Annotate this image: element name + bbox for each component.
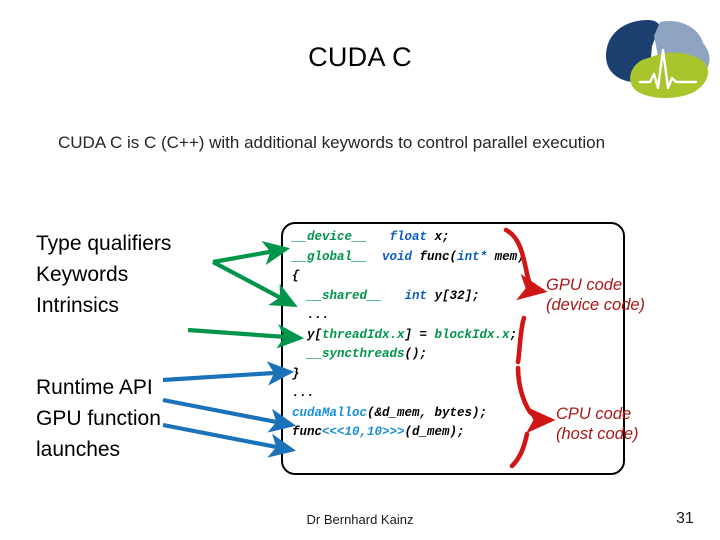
code-token: y[ [292, 327, 323, 342]
brain-ecg-logo [606, 20, 710, 98]
code-token: <<<10,10>>> [322, 425, 405, 439]
code-line: y[threadIdx.x] = blockIdx.x; [292, 326, 622, 346]
code-token: y[32]; [427, 288, 480, 303]
code-token [367, 230, 390, 244]
annotation-cpu-code: CPU code (host code) [556, 405, 639, 443]
code-token: __device__ [292, 230, 368, 244]
code-token: x; [427, 230, 450, 244]
slide-subtitle: CUDA C is C (C++) with additional keywor… [58, 133, 606, 152]
code-line: cudaMalloc(&d_mem, bytes); [292, 404, 622, 424]
code-token: cudaMalloc [292, 405, 368, 420]
label-gpu-function: GPU function [36, 407, 161, 430]
code-line: __syncthreads(); [292, 345, 622, 365]
code-token: (); [404, 347, 428, 361]
code-token: } [292, 366, 300, 381]
code-line: ... [292, 306, 622, 326]
code-token: ] = [404, 327, 435, 342]
blue-arrow-group [162, 361, 297, 458]
code-token: mem) [487, 249, 525, 264]
code-line: { [292, 267, 622, 287]
code-token [292, 347, 307, 361]
code-token: func [292, 425, 323, 439]
label-runtime-api: Runtime API [36, 376, 153, 399]
code-block: __device__ float x;__global__ void func(… [292, 228, 622, 443]
code-token: blockIdx.x [434, 327, 510, 342]
code-line: __global__ void func(int* mem) [292, 248, 622, 268]
code-token: (&d_mem, bytes); [367, 405, 488, 420]
code-token [292, 289, 307, 303]
code-line: __shared__ int y[32]; [292, 287, 622, 307]
code-token: (d_mem); [404, 425, 465, 439]
label-keywords: Keywords [36, 263, 129, 286]
code-line: } [292, 365, 622, 385]
code-line: func<<<10,10>>>(d_mem); [292, 423, 622, 443]
code-token: ... [292, 386, 315, 400]
code-token: void [382, 249, 413, 264]
left-label-group-runtime: Runtime API GPU function launches [36, 372, 161, 465]
code-token [382, 289, 405, 303]
page-title: CUDA C [308, 42, 412, 72]
label-type-qualifiers: Type qualifiers [36, 232, 172, 255]
footer-page-number: 31 [676, 510, 694, 527]
code-token: ... [292, 308, 330, 322]
code-line: __device__ float x; [292, 228, 622, 248]
label-launches: launches [36, 438, 121, 461]
code-token [367, 250, 382, 264]
left-label-group-qualifiers: Type qualifiers Keywords Intrinsics [36, 228, 171, 321]
code-token: ; [509, 327, 518, 342]
code-token: threadIdx.x [322, 327, 405, 342]
code-line: ... [292, 384, 622, 404]
code-token: int* [457, 249, 488, 264]
code-token: { [292, 269, 300, 283]
code-token: int [404, 288, 428, 303]
code-token: __global__ [292, 249, 368, 264]
code-token: __syncthreads [307, 347, 405, 361]
code-token: __shared__ [307, 288, 383, 303]
label-intrinsics: Intrinsics [36, 294, 119, 317]
code-token: float [389, 230, 428, 244]
annotation-gpu-code: GPU code (device code) [546, 276, 646, 314]
footer-author: Dr Bernhard Kainz [306, 512, 414, 527]
code-token: func( [412, 249, 458, 264]
